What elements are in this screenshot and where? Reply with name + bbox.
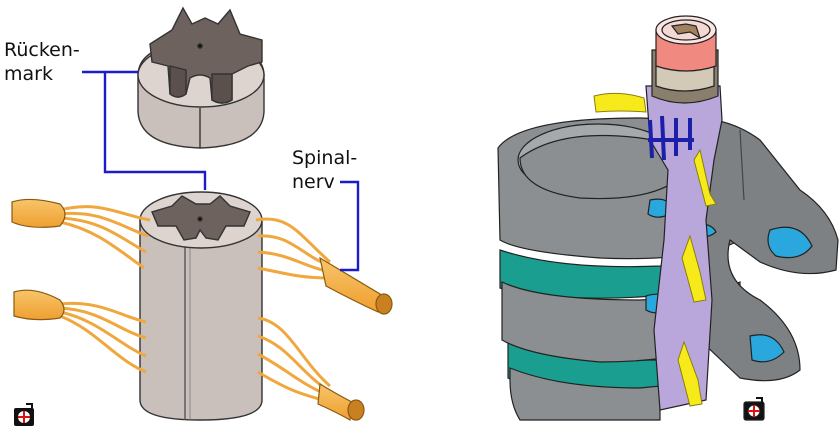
spinal-cord-section-small xyxy=(138,8,264,148)
right-panel xyxy=(498,16,838,420)
label-spinal-nerve-line2: nerv xyxy=(292,170,412,194)
logo-icon-right xyxy=(744,398,764,420)
label-spinal-nerve: Spinal- nerv xyxy=(292,146,412,194)
label-spinal-cord-line2: mark xyxy=(4,62,124,86)
spinal-nerve-right-lower xyxy=(318,384,352,420)
spinal-cord-long xyxy=(140,192,262,420)
nerve-rootlets-left xyxy=(60,207,150,372)
spinal-cord-section-right xyxy=(652,16,718,103)
label-spinal-cord-line1: Rücken- xyxy=(4,38,124,62)
spinal-nerve-left-lower xyxy=(14,290,64,319)
logo-icon-left xyxy=(14,404,34,426)
leader-line-spinal-nerve xyxy=(340,182,358,270)
label-spinal-cord: Rücken- mark xyxy=(4,38,124,86)
spinal-nerve-right-upper xyxy=(320,258,380,312)
nerve-rootlets-right xyxy=(256,219,330,402)
label-spinal-nerve-line1: Spinal- xyxy=(292,146,412,170)
spinal-nerve-left-upper xyxy=(12,199,65,227)
